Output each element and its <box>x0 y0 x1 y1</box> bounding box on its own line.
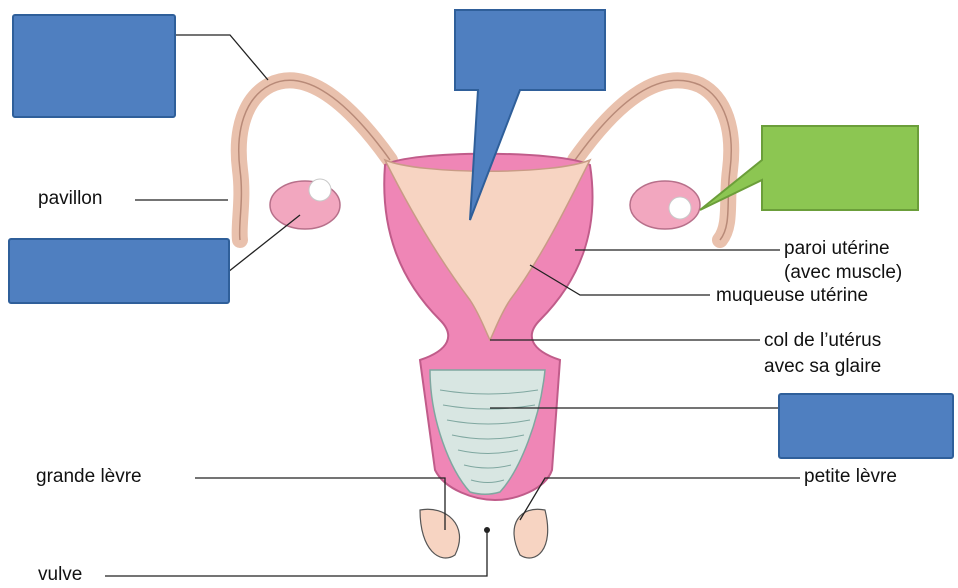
label-pavillon: pavillon <box>38 188 102 210</box>
label-vulve: vulve <box>38 564 82 586</box>
label-grande-levre: grande lèvre <box>36 466 142 488</box>
label-box-middle-left[interactable] <box>8 238 230 304</box>
right-ovule-icon <box>669 197 691 219</box>
label-box-right[interactable] <box>778 393 954 459</box>
label-muqueuse-uterine: muqueuse utérine <box>716 285 868 307</box>
label-col-uterus: col de l’utérus <box>764 330 881 352</box>
right-grande-levre <box>514 509 548 558</box>
label-avec-glaire: avec sa glaire <box>764 356 881 378</box>
label-avec-muscle: (avec muscle) <box>784 262 902 284</box>
left-grande-levre <box>420 509 460 558</box>
label-box-top-left[interactable] <box>12 14 176 118</box>
label-paroi-uterine: paroi utérine <box>784 238 890 260</box>
label-petite-levre: petite lèvre <box>804 466 897 488</box>
left-ovule-icon <box>309 179 331 201</box>
